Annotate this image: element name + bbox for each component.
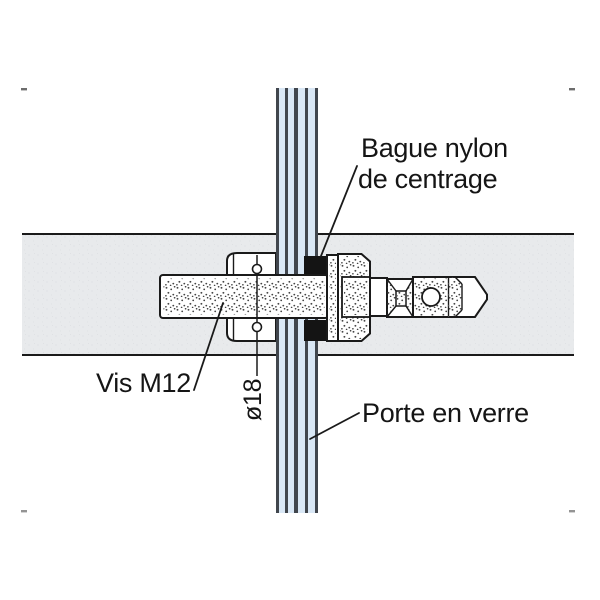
- spindle-neck: [369, 277, 388, 317]
- clamp-washer-stipple: [329, 257, 336, 339]
- corner-marks: [21, 88, 575, 513]
- crop-mark-bottom-right: [569, 510, 575, 513]
- dimension-circle-top: [251, 263, 263, 275]
- clamping-collar: [337, 253, 371, 342]
- dimension-diameter-18: [251, 255, 263, 376]
- square-drive-chamfer-line: [386, 278, 397, 292]
- bolt-end: [412, 276, 488, 318]
- nylon-ring-top: [304, 256, 327, 277]
- chamfer-edge-line: [454, 309, 463, 318]
- chamfer-edge-line: [454, 276, 463, 285]
- screw-m12-shaft: [159, 274, 329, 319]
- leader-bague-nylon: [320, 165, 358, 257]
- label-bague-nylon-line1: Bague nylon: [361, 133, 508, 163]
- label-porte-en-verre: Porte en verre: [362, 398, 529, 428]
- nylon-ring-bottom: [304, 320, 327, 341]
- square-drive-chamfer-line: [405, 305, 414, 318]
- collar-bore-stipple: [344, 279, 368, 315]
- leader-vis-m12: [193, 302, 224, 391]
- dimension-circle-bottom: [251, 321, 263, 333]
- square-drive-center-stipple: [397, 292, 405, 305]
- screw-shaft-stipple: [163, 278, 325, 315]
- clamp-washer: [326, 254, 339, 342]
- square-drive-chamfer-line: [405, 278, 414, 292]
- label-vis-m12: Vis M12: [96, 368, 191, 398]
- crop-mark-top-right: [569, 88, 575, 91]
- label-bague-nylon-line2: de centrage: [358, 164, 497, 194]
- square-drive-chamfer-line: [386, 305, 397, 318]
- chamfer-band-stipple: [448, 277, 462, 317]
- label-diameter-18: ø18: [239, 379, 267, 421]
- cross-pin-hole: [421, 287, 441, 307]
- leader-porte-en-verre: [309, 412, 360, 440]
- square-drive: [386, 278, 414, 318]
- crop-mark-bottom-left: [21, 510, 27, 513]
- crop-mark-top-left: [21, 88, 27, 91]
